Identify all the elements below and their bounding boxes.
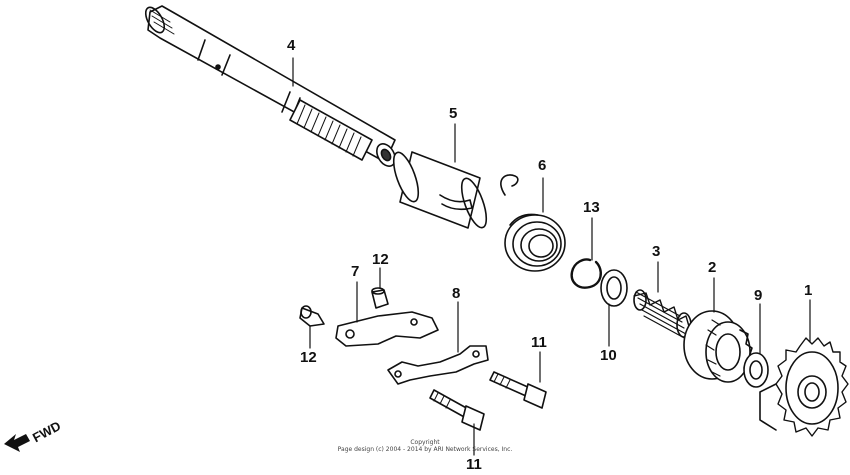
part-1-idle-gear [759, 337, 849, 437]
callout-12-lower: 12 [300, 349, 317, 366]
part-12-dowel-pin-upper [371, 287, 389, 309]
callout-12-upper: 12 [372, 251, 389, 268]
part-5-collar [392, 151, 488, 229]
part-13-circlip [570, 258, 602, 289]
copyright-line-2: Page design (c) 2004 - 2014 by ARI Netwo… [337, 446, 513, 453]
callout-2: 2 [708, 259, 717, 276]
part-6-spring [500, 174, 566, 272]
callout-1: 1 [804, 282, 813, 299]
callout-11-right: 11 [531, 334, 547, 351]
copyright-line-1: Copyright [410, 439, 440, 446]
part-11-bolt-right [489, 371, 547, 409]
callout-3: 3 [652, 243, 661, 260]
callout-6: 6 [538, 157, 547, 174]
part-11-bolt-lower [429, 389, 485, 431]
leader-lines [292, 57, 811, 456]
part-2-ratchet-pinion [683, 310, 753, 383]
callout-8: 8 [452, 285, 461, 302]
part-9-washer [743, 352, 769, 388]
part-7-guide-plate [335, 311, 439, 347]
part-12-dowel-pin-lower [299, 305, 325, 327]
callout-13: 13 [583, 199, 600, 216]
part-3-friction-spring [633, 289, 692, 341]
callout-10: 10 [600, 347, 617, 364]
callout-9: 9 [754, 287, 763, 304]
copyright-notice: Copyright Page design (c) 2004 - 2014 by… [330, 439, 520, 453]
fwd-arrow-icon [4, 434, 30, 452]
callout-11-lower: 11 [466, 456, 482, 473]
callout-7: 7 [351, 263, 360, 280]
callout-5: 5 [449, 105, 458, 122]
callout-4: 4 [287, 37, 296, 54]
part-10-washer [600, 269, 628, 307]
part-4-spindle-shaft [144, 5, 396, 167]
part-8-plate [387, 345, 489, 385]
